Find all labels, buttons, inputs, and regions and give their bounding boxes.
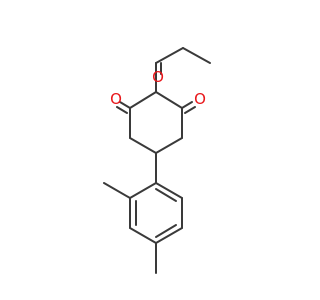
double-bond	[116, 106, 128, 114]
aromatic-bond	[155, 224, 177, 238]
double-bond	[119, 101, 131, 109]
bond	[155, 91, 183, 109]
aromatic-bond	[155, 188, 177, 202]
double-bond	[184, 106, 196, 114]
oxygen-atom-acyl: O	[152, 68, 164, 86]
bond	[129, 227, 157, 244]
bond	[129, 182, 157, 199]
bond	[103, 182, 131, 199]
bond	[155, 182, 183, 199]
molecule-diagram: O O O	[103, 47, 211, 274]
molecule-structure-canvas: O O O	[103, 47, 211, 274]
bond-lines	[103, 47, 211, 274]
oxygen-atom-left: O	[110, 90, 122, 108]
bond	[155, 137, 183, 154]
bond	[155, 227, 183, 244]
bond	[155, 47, 184, 64]
double-bond	[181, 101, 193, 109]
bond	[129, 137, 157, 154]
oxygen-atom-right: O	[194, 90, 206, 108]
bond	[129, 91, 157, 109]
atom-labels: O O O	[110, 68, 206, 108]
bond	[182, 47, 211, 64]
